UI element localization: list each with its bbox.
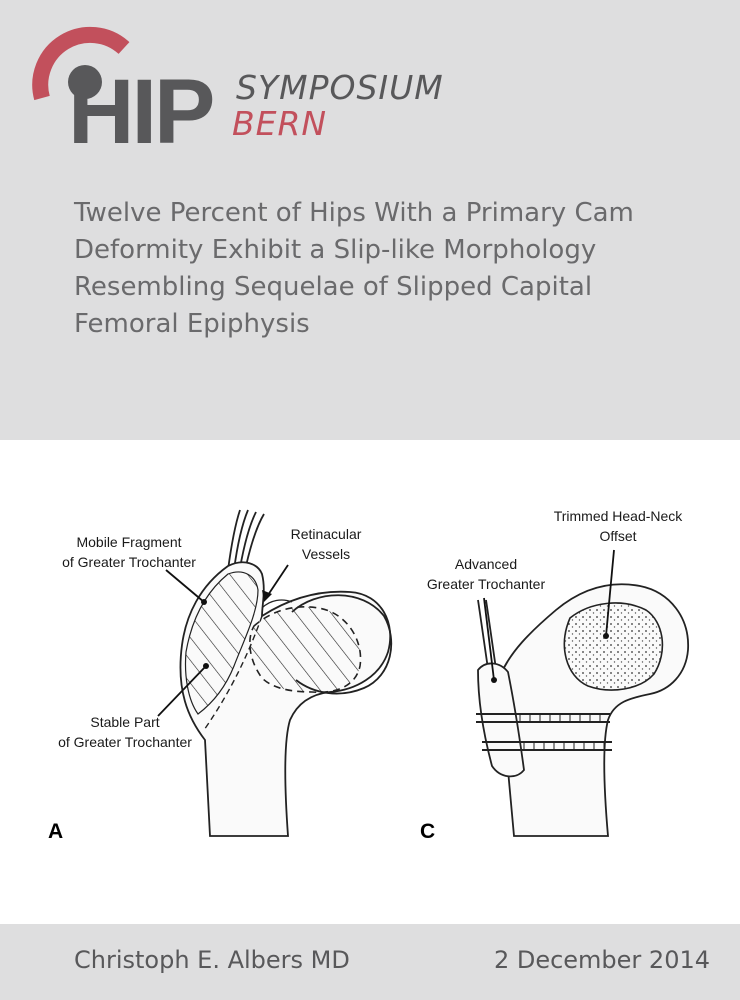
head-neck-hatch — [249, 606, 362, 694]
presentation-date: 2 December 2014 — [493, 946, 710, 974]
label-mobile-fragment: Mobile Fragment of Greater Trochanter — [62, 534, 196, 570]
femur-illustration — [157, 509, 689, 837]
presentation-title: Twelve Percent of Hips With a Primary Ca… — [74, 198, 634, 339]
panel-letter-a: A — [48, 820, 64, 843]
trimmed-offset-dots — [563, 602, 664, 691]
logo-hip-text: HIP — [68, 61, 215, 163]
logo-symposium-text: SYMPOSIUM — [236, 68, 444, 107]
header-section: HIP SYMPOSIUM BERN Twelve Percent of Hip… — [0, 0, 740, 440]
logo-arc-icon — [32, 26, 130, 101]
panel-letter-c: C — [420, 820, 436, 843]
screw-threads-drawing — [519, 714, 605, 750]
hip-symposium-logo: HIP SYMPOSIUM BERN — [28, 26, 468, 158]
footer: Christoph E. Albers MD 2 December 2014 — [0, 924, 740, 1000]
logo-bern-text: BERN — [232, 104, 328, 143]
label-retinacular-vessels: Retinacular Vessels — [290, 526, 362, 562]
author-name: Christoph E. Albers MD — [74, 946, 350, 974]
screws-drawing — [476, 713, 612, 751]
label-advanced-trochanter: Advanced Greater Trochanter — [426, 556, 546, 592]
mobile-fragment-hatch — [184, 571, 259, 715]
label-trimmed-offset: Trimmed Head-Neck Offset — [553, 508, 683, 544]
label-stable-part: Stable Part of Greater Trochanter — [58, 714, 192, 750]
figure-panel: Mobile Fragment of Greater Trochanter Re… — [0, 440, 740, 924]
